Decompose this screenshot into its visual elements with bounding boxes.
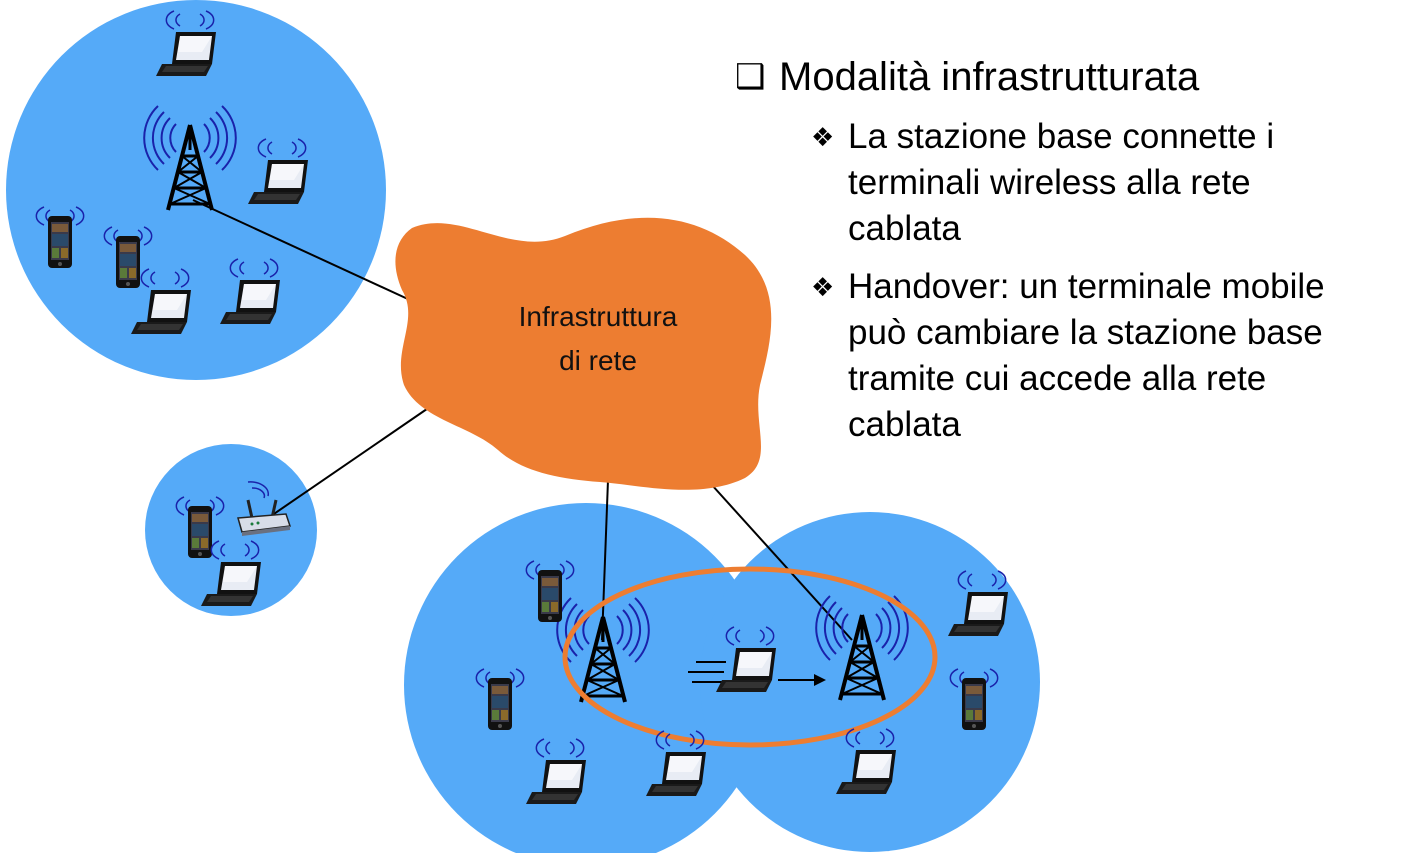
bullet-main: ❑ Modalità infrastrutturata <box>735 52 1395 102</box>
diamond-bullet-icon: ❖ <box>811 122 835 152</box>
bullet-sub-text: Handover: un terminale mobile può cambia… <box>848 267 1325 444</box>
checkbox-bullet-icon: ❑ <box>735 58 766 96</box>
cell-small-router <box>145 444 317 616</box>
bullet-list: ❑ Modalità infrastrutturata ❖ La stazion… <box>735 52 1395 448</box>
handover-arrow <box>778 674 826 686</box>
bullet-sub-2: ❖ Handover: un terminale mobile può camb… <box>811 264 1395 448</box>
link-tower-bottom-right <box>701 473 853 641</box>
bullet-sub-1: ❖ La stazione base connette i terminali … <box>811 114 1395 252</box>
cell-top-left <box>6 0 386 380</box>
link-tower-top-left <box>192 199 411 301</box>
bullet-sub-text: La stazione base connette i terminali wi… <box>848 117 1275 248</box>
network-cloud <box>395 217 772 490</box>
cloud-label-line2: di rete <box>559 345 637 376</box>
link-tower-bottom-left <box>601 479 609 641</box>
link-router <box>267 399 441 519</box>
wifi-router-icon <box>237 481 292 536</box>
cloud-label-line1: Infrastruttura <box>519 301 678 332</box>
handover-ring <box>562 566 938 748</box>
diamond-bullet-icon: ❖ <box>811 272 835 302</box>
motion-lines <box>688 661 726 683</box>
bullet-main-text: Modalità infrastrutturata <box>779 55 1200 99</box>
